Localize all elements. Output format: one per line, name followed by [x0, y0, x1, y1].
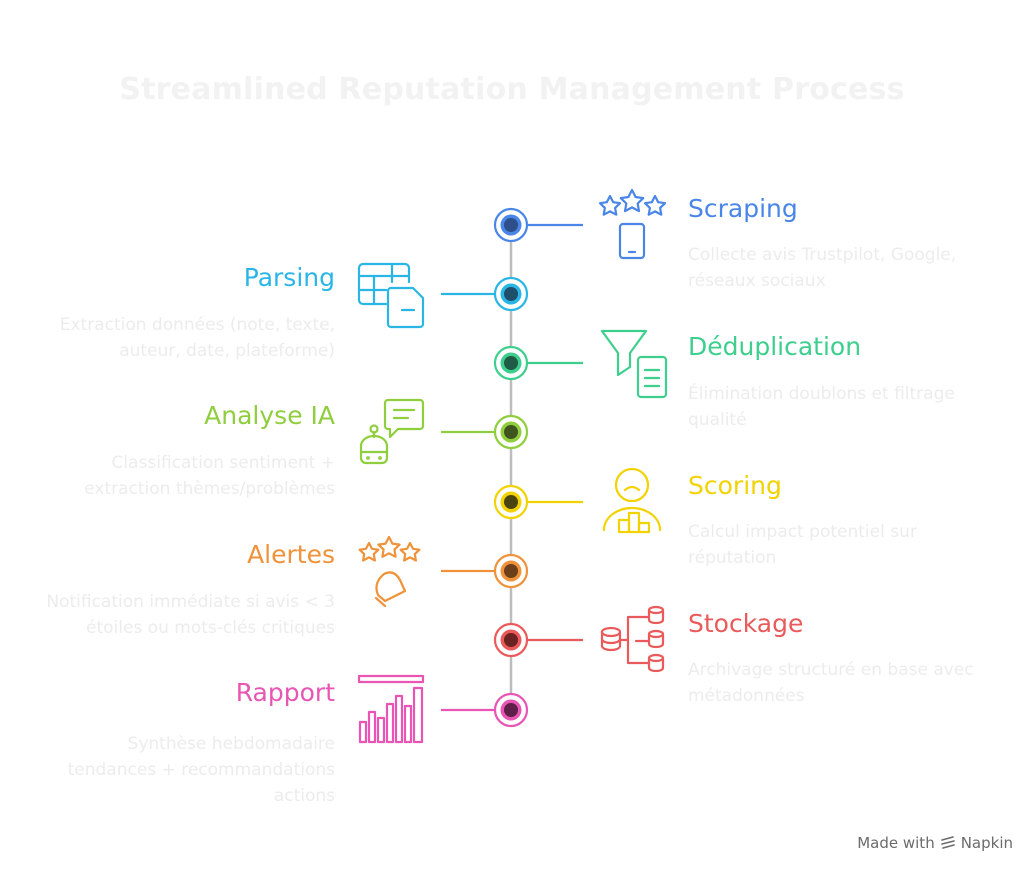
made-with-label: Made with — [857, 834, 935, 852]
node-dot-alertes — [504, 564, 518, 578]
stage-desc-scraping: Collecte avis Trustpilot, Google,réseaux… — [688, 245, 957, 291]
node-dot-stockage — [504, 633, 518, 647]
napkin-logo-icon — [940, 836, 956, 850]
stage-title-scoring: Scoring — [688, 471, 782, 500]
stage-title-deduplication: Déduplication — [688, 332, 862, 361]
node-dot-rapport — [504, 703, 518, 717]
person-podium-icon — [602, 467, 662, 534]
node-dot-scraping — [504, 218, 518, 232]
stage-desc-analyse-ia: Classification sentiment +extraction thè… — [84, 453, 335, 499]
stage-desc-parsing: Extraction données (note, texte,auteur, … — [59, 315, 335, 361]
stars-bell-icon — [358, 535, 421, 608]
stars-phone-icon — [598, 188, 667, 260]
node-dot-parsing — [504, 287, 518, 301]
bar-chart-icon — [357, 674, 425, 744]
table-document-icon — [357, 262, 425, 329]
stage-title-parsing: Parsing — [243, 263, 335, 292]
napkin-brand: Napkin — [960, 834, 1013, 852]
made-with-napkin[interactable]: Made with Napkin — [857, 834, 1013, 852]
stage-title-analyse-ia: Analyse IA — [204, 401, 335, 430]
stage-title-scraping: Scraping — [688, 194, 798, 223]
page-title: Streamlined Reputation Management Proces… — [119, 72, 905, 107]
node-dot-deduplication — [504, 356, 518, 370]
stage-title-stockage: Stockage — [688, 609, 804, 638]
stage-title-rapport: Rapport — [235, 678, 335, 707]
stage-title-alertes: Alertes — [247, 540, 335, 569]
funnel-document-icon — [600, 329, 668, 399]
database-tree-icon — [600, 605, 665, 673]
node-dot-scoring — [504, 495, 518, 509]
robot-chat-icon — [359, 398, 425, 465]
node-dot-analyse-ia — [504, 425, 518, 439]
